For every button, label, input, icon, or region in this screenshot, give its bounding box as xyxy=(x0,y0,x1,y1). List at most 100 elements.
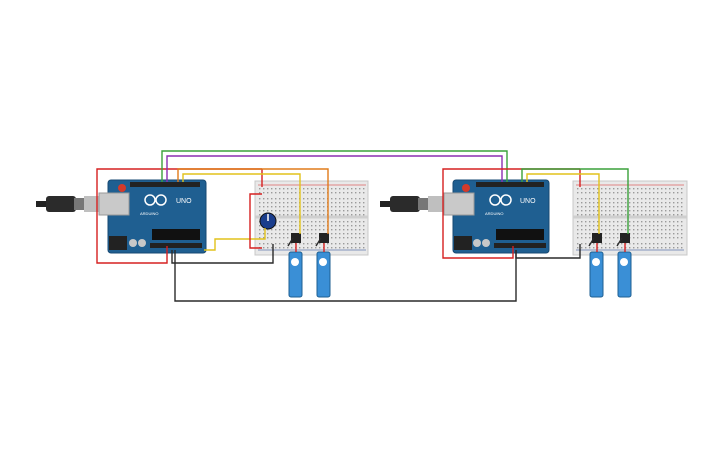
breadboard-hole[interactable] xyxy=(653,221,655,223)
breadboard-hole[interactable] xyxy=(613,198,615,200)
breadboard-hole[interactable] xyxy=(275,233,277,235)
breadboard-hole[interactable] xyxy=(323,202,325,204)
breadboard-hole[interactable] xyxy=(287,202,289,204)
breadboard-hole[interactable] xyxy=(621,198,623,200)
breadboard-hole[interactable] xyxy=(589,221,591,223)
breadboard-hole[interactable] xyxy=(601,229,603,231)
servo-motor-icon[interactable] xyxy=(288,233,303,298)
breadboard-hole[interactable] xyxy=(597,210,599,212)
breadboard-hole[interactable] xyxy=(355,247,357,249)
breadboard-hole[interactable] xyxy=(287,188,289,190)
breadboard-hole[interactable] xyxy=(609,188,611,190)
breadboard-hole[interactable] xyxy=(295,225,297,227)
breadboard-hole[interactable] xyxy=(669,210,671,212)
breadboard-hole[interactable] xyxy=(339,243,341,245)
breadboard-hole[interactable] xyxy=(593,206,595,208)
breadboard-hole[interactable] xyxy=(275,247,277,249)
breadboard-hole[interactable] xyxy=(645,233,647,235)
breadboard-hole[interactable] xyxy=(589,233,591,235)
breadboard-hole[interactable] xyxy=(259,210,261,212)
breadboard-hole[interactable] xyxy=(637,192,639,194)
wire-green[interactable] xyxy=(521,168,629,234)
breadboard-hole[interactable] xyxy=(355,229,357,231)
breadboard-hole[interactable] xyxy=(613,233,615,235)
breadboard-hole[interactable] xyxy=(331,221,333,223)
breadboard-hole[interactable] xyxy=(633,233,635,235)
breadboard-hole[interactable] xyxy=(649,221,651,223)
breadboard-hole[interactable] xyxy=(303,237,305,239)
breadboard-hole[interactable] xyxy=(589,206,591,208)
breadboard-hole[interactable] xyxy=(645,221,647,223)
breadboard-hole[interactable] xyxy=(307,237,309,239)
breadboard-hole[interactable] xyxy=(267,210,269,212)
breadboard-hole[interactable] xyxy=(359,192,361,194)
breadboard-hole[interactable] xyxy=(259,233,261,235)
breadboard-hole[interactable] xyxy=(673,233,675,235)
breadboard-hole[interactable] xyxy=(657,206,659,208)
breadboard-hole[interactable] xyxy=(279,214,281,216)
breadboard-hole[interactable] xyxy=(339,237,341,239)
breadboard-hole[interactable] xyxy=(653,202,655,204)
wire-yellow[interactable] xyxy=(526,173,600,234)
breadboard-hole[interactable] xyxy=(291,221,293,223)
breadboard-hole[interactable] xyxy=(339,192,341,194)
breadboard-hole[interactable] xyxy=(609,243,611,245)
breadboard-hole[interactable] xyxy=(645,214,647,216)
breadboard-hole[interactable] xyxy=(649,210,651,212)
breadboard-hole[interactable] xyxy=(613,229,615,231)
breadboard-hole[interactable] xyxy=(593,214,595,216)
breadboard-hole[interactable] xyxy=(681,237,683,239)
breadboard-hole[interactable] xyxy=(613,214,615,216)
breadboard-hole[interactable] xyxy=(641,210,643,212)
breadboard-hole[interactable] xyxy=(327,247,329,249)
breadboard-hole[interactable] xyxy=(613,243,615,245)
breadboard-hole[interactable] xyxy=(649,188,651,190)
breadboard-hole[interactable] xyxy=(319,202,321,204)
breadboard-hole[interactable] xyxy=(601,202,603,204)
breadboard-hole[interactable] xyxy=(673,202,675,204)
breadboard-hole[interactable] xyxy=(331,206,333,208)
breadboard-hole[interactable] xyxy=(677,198,679,200)
breadboard-hole[interactable] xyxy=(577,210,579,212)
wire-orange[interactable] xyxy=(177,168,329,234)
breadboard-hole[interactable] xyxy=(283,229,285,231)
breadboard-hole[interactable] xyxy=(363,188,365,190)
breadboard-hole[interactable] xyxy=(275,225,277,227)
breadboard-hole[interactable] xyxy=(315,229,317,231)
breadboard-hole[interactable] xyxy=(303,188,305,190)
breadboard-hole[interactable] xyxy=(649,198,651,200)
wire-black[interactable] xyxy=(171,244,274,264)
breadboard-hole[interactable] xyxy=(645,243,647,245)
breadboard-hole[interactable] xyxy=(351,243,353,245)
breadboard-hole[interactable] xyxy=(669,233,671,235)
breadboard-hole[interactable] xyxy=(307,243,309,245)
breadboard-hole[interactable] xyxy=(303,247,305,249)
breadboard-hole[interactable] xyxy=(343,198,345,200)
breadboard-hole[interactable] xyxy=(271,202,273,204)
arduino-board-right[interactable]: UNO ARDUINO xyxy=(443,179,550,254)
breadboard-hole[interactable] xyxy=(617,233,619,235)
breadboard-hole[interactable] xyxy=(621,247,623,249)
breadboard-hole[interactable] xyxy=(307,214,309,216)
wire-black[interactable] xyxy=(287,237,294,247)
breadboard-hole[interactable] xyxy=(263,237,265,239)
breadboard-hole[interactable] xyxy=(625,202,627,204)
breadboard-hole[interactable] xyxy=(291,192,293,194)
breadboard-hole[interactable] xyxy=(601,214,603,216)
breadboard-hole[interactable] xyxy=(585,202,587,204)
breadboard-hole[interactable] xyxy=(673,214,675,216)
breadboard-hole[interactable] xyxy=(351,198,353,200)
breadboard-hole[interactable] xyxy=(307,202,309,204)
breadboard-hole[interactable] xyxy=(351,188,353,190)
breadboard-hole[interactable] xyxy=(641,202,643,204)
breadboard-hole[interactable] xyxy=(291,188,293,190)
breadboard-hole[interactable] xyxy=(629,192,631,194)
breadboard-hole[interactable] xyxy=(673,243,675,245)
breadboard-hole[interactable] xyxy=(323,206,325,208)
breadboard-hole[interactable] xyxy=(653,192,655,194)
breadboard-hole[interactable] xyxy=(617,237,619,239)
breadboard-hole[interactable] xyxy=(593,192,595,194)
breadboard-hole[interactable] xyxy=(641,247,643,249)
breadboard-hole[interactable] xyxy=(363,214,365,216)
breadboard-hole[interactable] xyxy=(323,210,325,212)
